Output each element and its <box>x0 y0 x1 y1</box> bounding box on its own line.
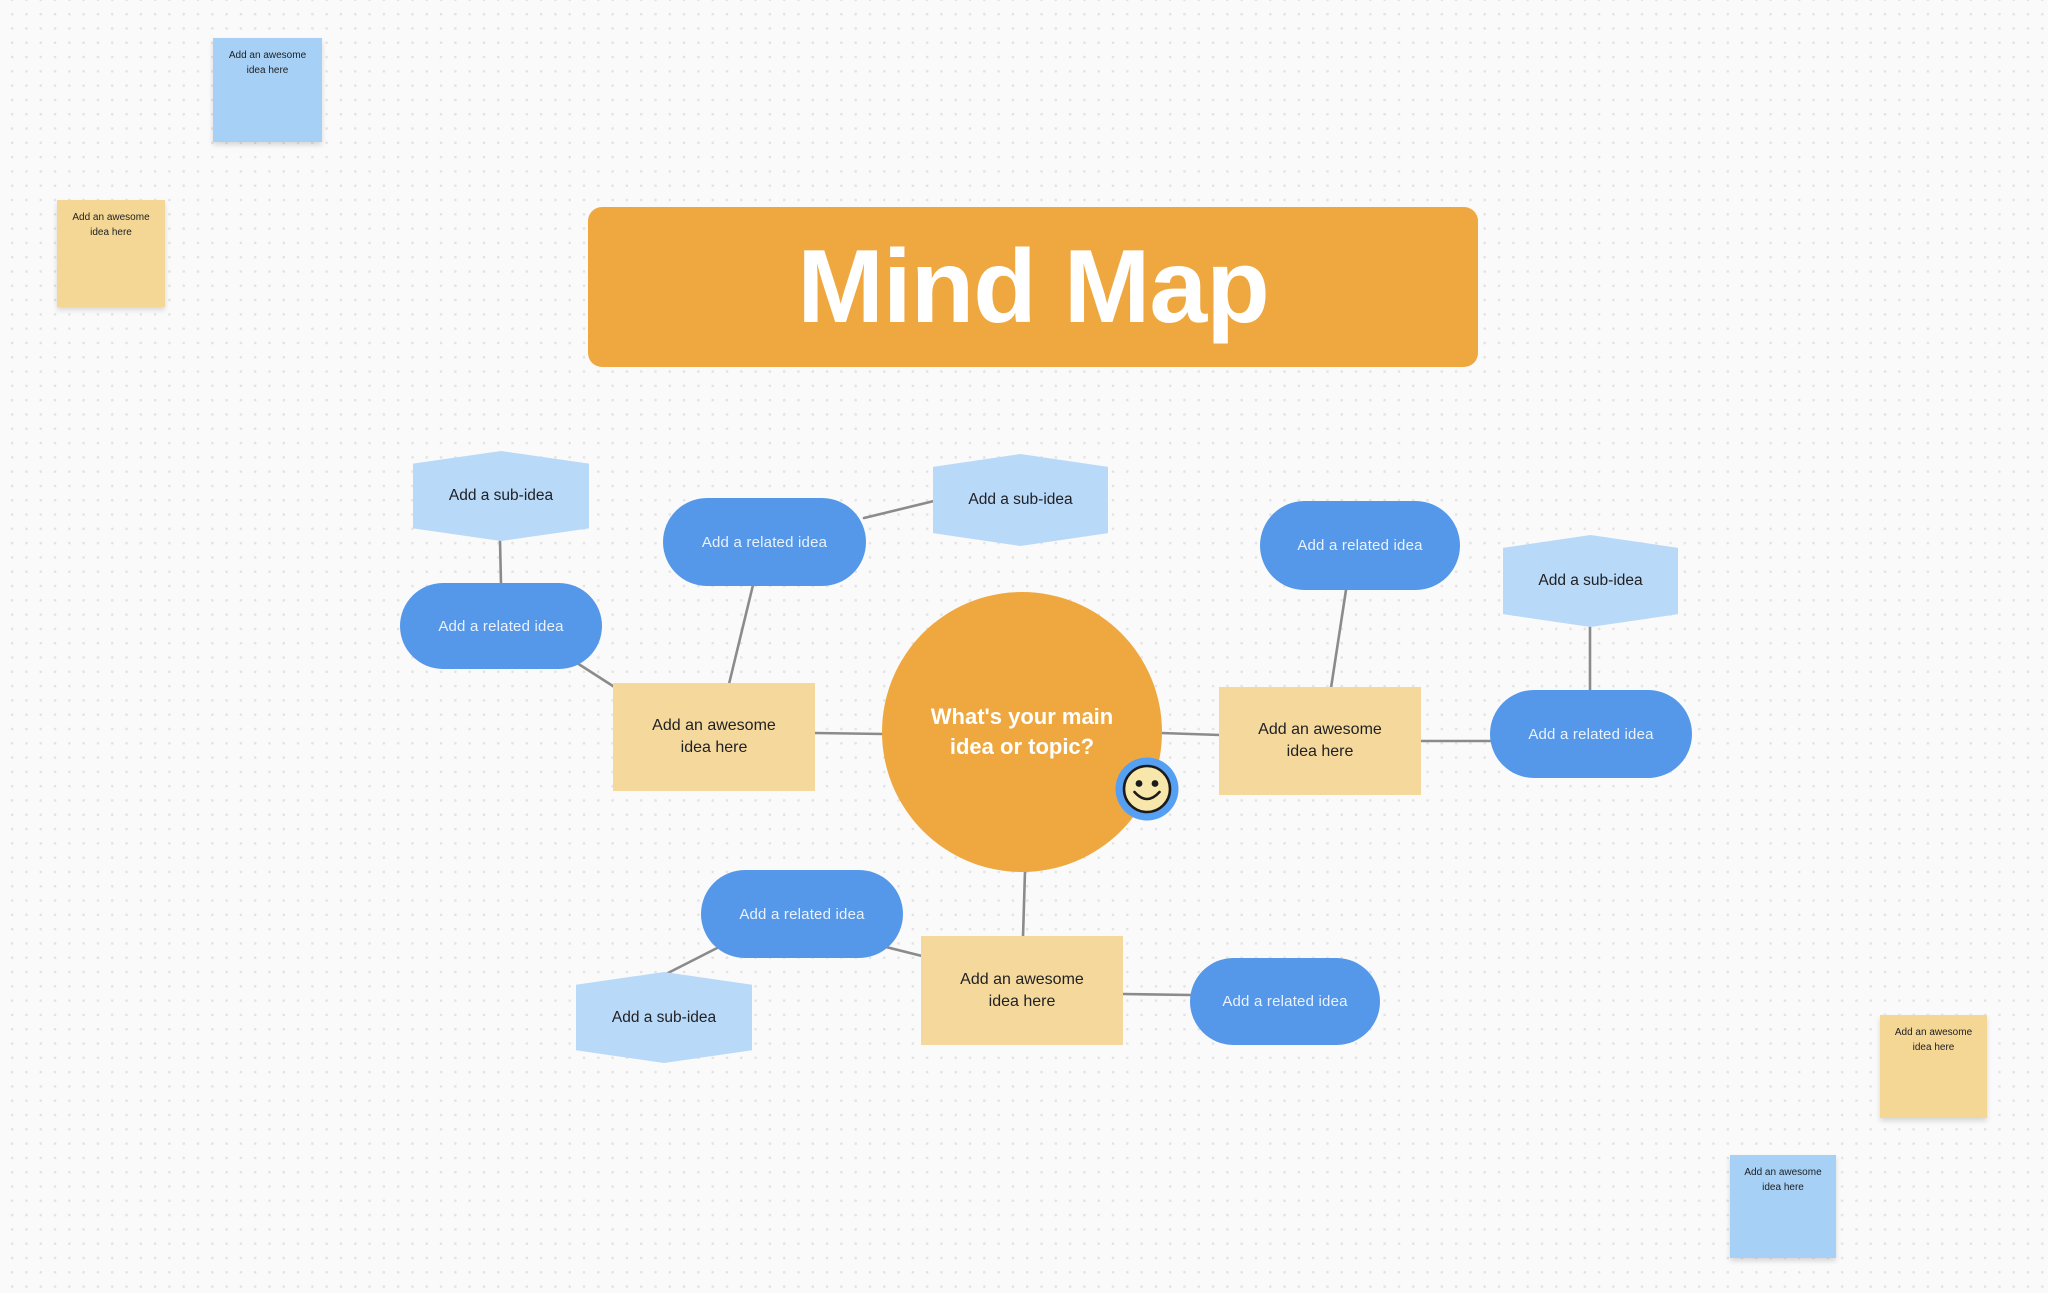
connector-line[interactable] <box>1329 588 1348 690</box>
related-idea-text: Add a related idea <box>1528 725 1654 743</box>
connector-line[interactable] <box>664 944 723 976</box>
related-idea-text: Add a related idea <box>701 533 828 551</box>
connector-line[interactable] <box>727 583 755 686</box>
sub-idea-text: Add a sub-idea <box>1538 572 1643 589</box>
awesome-idea-rect[interactable]: Add an awesome idea here <box>613 683 815 791</box>
sticky-note-text: Add an awesome idea here <box>228 50 307 76</box>
sticky-note-text: Add an awesome idea here <box>1744 1167 1822 1193</box>
related-idea-pill[interactable]: Add a related idea <box>663 498 866 586</box>
sticky-note[interactable]: Add an awesome idea here <box>57 200 165 307</box>
connector-line[interactable] <box>1159 731 1222 737</box>
awesome-idea-rect[interactable]: Add an awesome idea here <box>1219 687 1421 795</box>
connector-line[interactable] <box>575 661 618 690</box>
related-idea-pill[interactable]: Add a related idea <box>701 870 903 958</box>
title-text: Mind Map <box>797 228 1269 345</box>
smiley-face-icon[interactable] <box>1114 756 1180 822</box>
sub-idea-hexagon[interactable]: Add a sub-idea <box>1503 535 1678 627</box>
connector-line[interactable] <box>1121 992 1193 997</box>
sticky-note-text: Add an awesome idea here <box>72 212 150 238</box>
related-idea-pill[interactable]: Add a related idea <box>400 583 602 669</box>
awesome-idea-text: Add an awesome idea here <box>652 717 776 756</box>
related-idea-pill[interactable]: Add a related idea <box>1490 690 1692 778</box>
sub-idea-hexagon[interactable]: Add a sub-idea <box>413 451 589 541</box>
related-idea-pill[interactable]: Add a related idea <box>1190 958 1380 1045</box>
sub-idea-hexagon[interactable]: Add a sub-idea <box>933 454 1108 546</box>
mind-map-title[interactable]: Mind Map <box>588 207 1478 367</box>
sticky-note[interactable]: Add an awesome idea here <box>1730 1155 1836 1258</box>
sub-idea-text: Add a sub-idea <box>448 487 554 504</box>
main-idea-text: What's your main idea or topic? <box>930 704 1114 759</box>
connector-line[interactable] <box>862 499 936 520</box>
related-idea-text: Add a related idea <box>1297 537 1423 554</box>
sub-idea-hexagon[interactable]: Add a sub-idea <box>576 972 752 1063</box>
awesome-idea-rect[interactable]: Add an awesome idea here <box>921 936 1123 1045</box>
connector-line[interactable] <box>813 731 886 736</box>
sticky-note-text: Add an awesome idea here <box>1894 1027 1973 1053</box>
related-idea-text: Add a related idea <box>739 905 865 923</box>
sub-idea-text: Add a sub-idea <box>611 1008 717 1026</box>
connector-line[interactable] <box>1021 869 1027 939</box>
related-idea-text: Add a related idea <box>1222 993 1348 1010</box>
sub-idea-text: Add a sub-idea <box>968 491 1073 508</box>
related-idea-pill[interactable]: Add a related idea <box>1260 501 1460 590</box>
awesome-idea-text: Add an awesome idea here <box>960 970 1084 1010</box>
sticky-note[interactable]: Add an awesome idea here <box>1880 1015 1987 1118</box>
awesome-idea-text: Add an awesome idea here <box>1258 721 1382 760</box>
main-idea-circle[interactable]: What's your main idea or topic? <box>882 592 1162 872</box>
connector-line[interactable] <box>498 539 503 586</box>
related-idea-text: Add a related idea <box>438 617 564 635</box>
sticky-note[interactable]: Add an awesome idea here <box>213 38 322 142</box>
